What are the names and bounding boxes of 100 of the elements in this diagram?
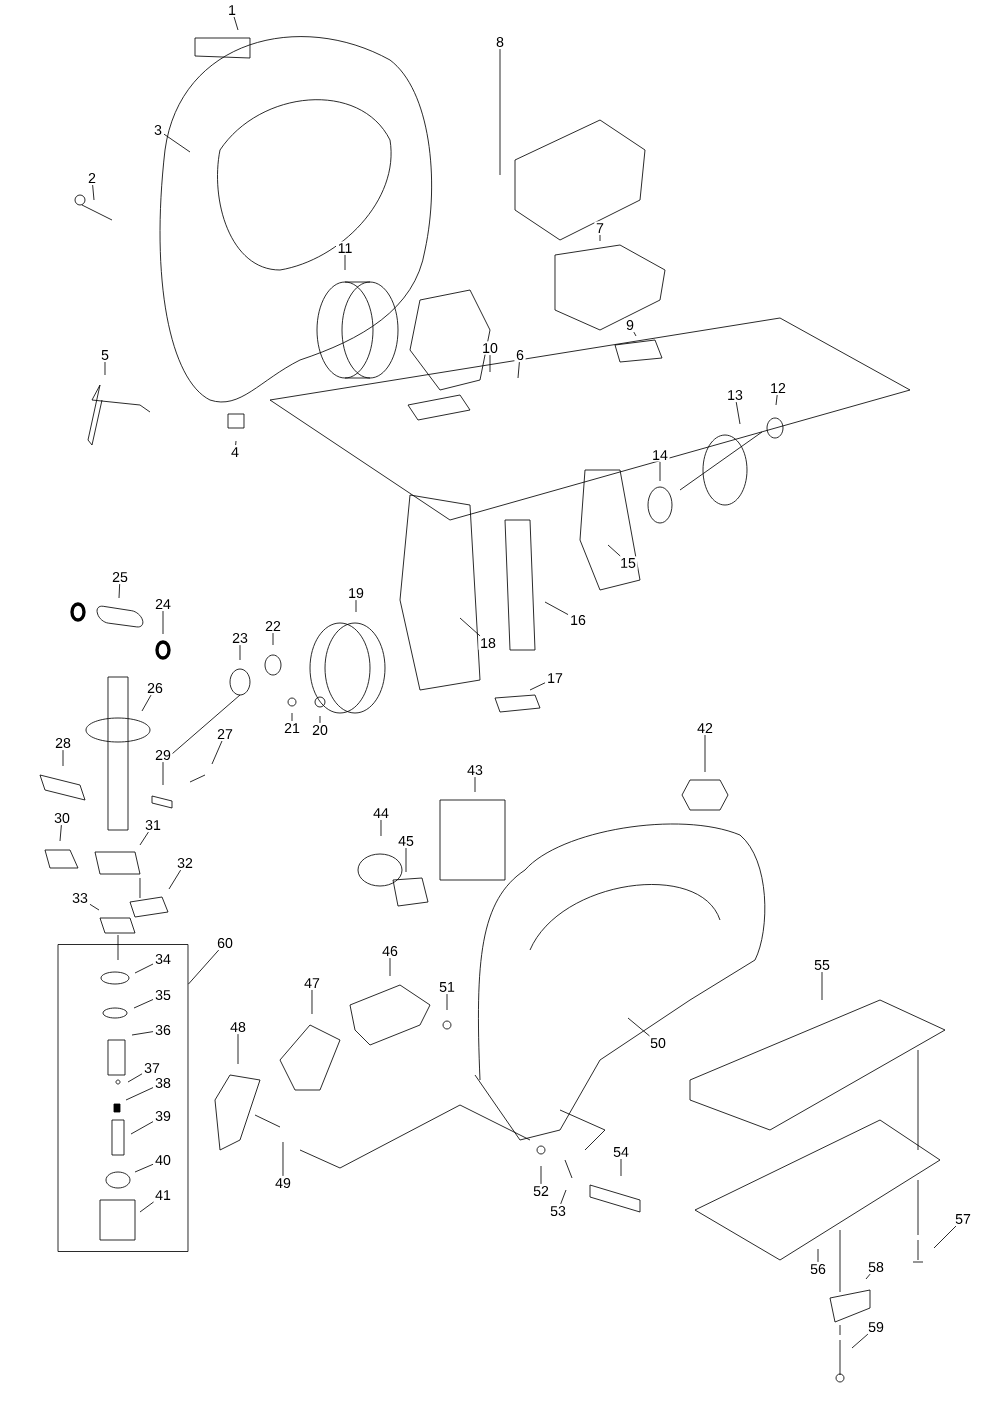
- leader-line: [627, 1017, 650, 1037]
- leader-line: [134, 963, 154, 974]
- leader-line: [607, 544, 621, 557]
- leader-line: [540, 1165, 542, 1185]
- callout-number: 48: [228, 1020, 248, 1034]
- leader-line: [168, 869, 182, 890]
- callout-number: 38: [153, 1076, 173, 1090]
- callout-number: 33: [70, 891, 90, 905]
- leader-line: [162, 610, 164, 635]
- leader-line: [851, 1333, 869, 1349]
- leader-line: [89, 903, 100, 911]
- callout-number: 58: [866, 1260, 886, 1274]
- leader-line: [355, 599, 357, 613]
- callout-number: 12: [768, 381, 788, 395]
- leader-line: [127, 1073, 143, 1083]
- callout-number: 5: [99, 348, 111, 362]
- callout-number: 25: [110, 570, 130, 584]
- leader-line: [344, 254, 346, 271]
- callout-number: 28: [53, 736, 73, 750]
- callout-number: 43: [465, 763, 485, 777]
- group-frame: [57, 944, 189, 1252]
- callout-number: 14: [650, 448, 670, 462]
- callout-number: 21: [282, 721, 302, 735]
- leader-line: [311, 989, 313, 1015]
- callout-number: 34: [153, 952, 173, 966]
- callout-number: 60: [215, 936, 235, 950]
- leader-line: [821, 971, 823, 1001]
- callout-number: 30: [52, 811, 72, 825]
- callout-number: 15: [618, 556, 638, 570]
- callout-number: 41: [153, 1188, 173, 1202]
- leader-line: [817, 1248, 819, 1263]
- leader-line: [389, 957, 391, 977]
- leader-line: [133, 999, 154, 1009]
- leader-line: [459, 617, 481, 637]
- leader-line: [405, 847, 407, 873]
- callout-number: 11: [336, 241, 354, 255]
- leader-line: [139, 1201, 154, 1213]
- leader-line: [139, 831, 149, 846]
- callout-number: 1: [226, 3, 238, 17]
- callout-number: 45: [396, 834, 416, 848]
- leader-line: [211, 740, 223, 765]
- callout-number: 13: [725, 388, 745, 402]
- callout-number: 44: [371, 806, 391, 820]
- leader-line: [474, 776, 476, 793]
- leader-line: [489, 354, 491, 373]
- callout-number: 3: [152, 123, 164, 137]
- callout-number: 22: [263, 619, 283, 633]
- callout-number: 9: [624, 318, 636, 332]
- leader-line: [118, 583, 121, 599]
- callout-number: 36: [153, 1023, 173, 1037]
- callout-number: 54: [611, 1145, 631, 1159]
- callout-number: 46: [380, 944, 400, 958]
- leader-line: [237, 1033, 239, 1065]
- leader-line: [380, 819, 382, 837]
- leader-line: [544, 601, 569, 615]
- callout-number: 42: [695, 721, 715, 735]
- leader-line: [735, 401, 741, 425]
- callout-number: 37: [142, 1061, 162, 1075]
- leader-line: [131, 1031, 154, 1036]
- leader-line: [125, 1087, 154, 1101]
- callout-number: 51: [437, 980, 457, 994]
- callout-number: 10: [480, 341, 500, 355]
- callout-number: 16: [568, 613, 588, 627]
- leader-line: [291, 712, 293, 722]
- leader-line: [775, 394, 778, 406]
- leader-line: [130, 1121, 154, 1135]
- leader-line: [529, 682, 546, 691]
- callout-number: 53: [548, 1204, 568, 1218]
- leader-line: [104, 361, 106, 376]
- callout-number: 49: [273, 1176, 293, 1190]
- callout-number: 56: [808, 1262, 828, 1276]
- leader-line: [620, 1158, 622, 1177]
- leader-line: [282, 1141, 284, 1177]
- callout-number: 27: [215, 727, 235, 741]
- leader-line: [59, 824, 62, 842]
- leader-line: [933, 1225, 957, 1249]
- callout-number: 8: [494, 35, 506, 49]
- leader-line: [235, 440, 237, 446]
- callout-number: 6: [514, 348, 526, 362]
- callout-number: 29: [153, 748, 173, 762]
- callout-number: 20: [310, 723, 330, 737]
- leader-line: [162, 761, 164, 786]
- leader-line: [272, 632, 274, 646]
- leader-line: [163, 133, 191, 153]
- leader-line: [141, 694, 152, 712]
- callout-number: 32: [175, 856, 195, 870]
- callout-number: 47: [302, 976, 322, 990]
- callout-number: 7: [594, 221, 606, 235]
- callout-number: 4: [229, 445, 241, 459]
- callout-number: 19: [346, 586, 366, 600]
- callout-number: 57: [953, 1212, 973, 1226]
- leader-line: [499, 48, 501, 176]
- leader-line: [62, 749, 64, 767]
- callout-number: 17: [545, 671, 565, 685]
- callout-number: 23: [230, 631, 250, 645]
- leader-line: [865, 1273, 871, 1280]
- callout-number: 31: [143, 818, 163, 832]
- leader-line: [319, 715, 321, 724]
- leader-line: [599, 234, 601, 242]
- callout-number: 59: [866, 1320, 886, 1334]
